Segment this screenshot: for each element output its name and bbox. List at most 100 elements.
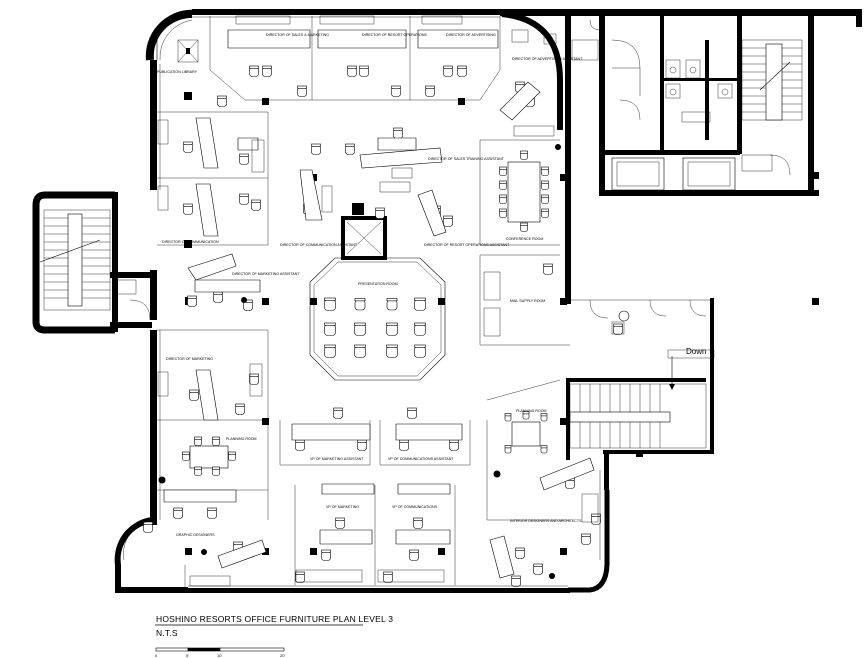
conference-chair [499, 166, 507, 176]
planning-chair [194, 436, 202, 446]
conference-chair [520, 222, 528, 232]
planning-chair [540, 445, 548, 454]
workstation-chair [357, 439, 367, 451]
workstation-chair [347, 65, 357, 77]
workstation-chair [143, 521, 153, 533]
presentation-chair [354, 344, 366, 358]
workstation-chair [457, 65, 467, 77]
workstation-chair [239, 153, 249, 165]
workstation-chair [515, 547, 525, 559]
scale-bar: 0 5' 10' 20' [155, 647, 285, 658]
workstation-chair [239, 193, 249, 205]
presentation-chair [324, 344, 336, 358]
presentation-chair [414, 322, 426, 336]
desk-shapes [163, 29, 595, 579]
workstation-chair [425, 85, 435, 97]
presentation-room [309, 257, 446, 381]
label-vp-communications-assistant: VP OF COMMUNICATIONS ASSISTANT [388, 457, 454, 461]
label-presentation-room: PRESENTATION ROOM [358, 282, 398, 286]
planning-chair [212, 466, 220, 476]
plan-title: HOSHINO RESORTS OFFICE FURNITURE PLAN LE… [156, 614, 393, 624]
conference-table [499, 150, 549, 232]
workstation-chair [511, 575, 521, 587]
workstation-chair [409, 549, 419, 561]
workstation-chair [295, 571, 305, 583]
conference-chair [499, 180, 507, 190]
label-vp-communications: VP OF COMMUNICATIONS [392, 505, 438, 509]
planning-chair [182, 451, 190, 461]
label-dir-marketing-assistant: DIRECTOR OF MARKETING ASSISTANT [232, 272, 300, 276]
workstation-chair [345, 143, 355, 155]
workstation-chair [591, 513, 601, 525]
conference-chair [541, 208, 549, 218]
label-dir-resort-ops-assistant: DIRECTOR OF RESORT OPERATIONS ASSISTANT [424, 243, 510, 247]
workstation-chair [613, 323, 623, 335]
scale-tick-1: 5' [186, 653, 189, 658]
scale-tick-3: 20' [280, 653, 285, 658]
label-dir-resort-ops: DIRECTOR OF RESORT OPERATIONS [362, 33, 427, 37]
label-dir-advertising-assistant: DIRECTOR OF ADVERTISING ASSISTANT [512, 57, 583, 61]
presentation-chair [414, 297, 426, 311]
presentation-chair [386, 344, 398, 358]
presentation-chair [324, 297, 336, 311]
workstation-chair [183, 203, 193, 215]
workstation-chair [581, 533, 591, 545]
planning-chair [212, 436, 220, 446]
workstation-chair [183, 141, 193, 153]
workstation-chair [407, 407, 417, 419]
label-graphic-designers: GRAPHIC DESIGNERS [176, 533, 215, 537]
storage-units [157, 15, 599, 587]
workstation-chair [189, 389, 199, 401]
label-conference-room: CONFERENCE ROOM [506, 237, 543, 241]
workstation-chair [243, 299, 253, 311]
workstation-chair [333, 407, 343, 419]
label-dir-marketing: DIRECTOR OF MARKETING [166, 357, 213, 361]
scale-tick-2: 10' [217, 653, 222, 658]
workstation-chair [383, 571, 393, 583]
library-icon [177, 39, 199, 63]
workstation-chair [413, 517, 423, 529]
planning-chair [228, 451, 236, 461]
workstation-chair [391, 85, 401, 97]
planning-chair [540, 413, 548, 422]
conference-chair [541, 194, 549, 204]
workstation-chair [311, 143, 321, 155]
workstation-chair [249, 65, 259, 77]
label-interior-designers: INTERIOR DESIGNERS AND ARCHITECTS [510, 519, 582, 523]
down-stair [569, 349, 715, 449]
plan-subtitle: N.T.S [156, 628, 178, 638]
workstation-chair [297, 85, 307, 97]
planning-chair [504, 445, 512, 454]
workstation-chair [393, 127, 403, 139]
planning-chair [194, 466, 202, 476]
workstation-chair [217, 95, 227, 107]
workstation-chair [207, 507, 217, 519]
workstation-chair [543, 263, 553, 275]
label-publication-library: PUBLICATION LIBRARY [157, 70, 198, 74]
workstation-chair [443, 215, 453, 227]
label-planning-room-right: PLANNING ROOM [516, 409, 547, 413]
room-labels: PUBLICATION LIBRARY DIRECTOR OF SALES & … [157, 33, 706, 537]
workstation-chair [235, 403, 245, 415]
label-dir-communication-assistant: DIRECTOR OF COMMUNICATION ASSISTANT [280, 243, 358, 247]
workstation-chair [449, 439, 459, 451]
label-mail-supply-room: MAIL SUPPLY ROOM [510, 299, 545, 303]
conference-chair [520, 150, 528, 160]
exterior-walls [114, 9, 862, 593]
window-lines [123, 16, 601, 587]
presentation-chair [414, 344, 426, 358]
label-down: Down [686, 347, 706, 356]
workstation-chair [443, 65, 453, 77]
planning-chair [504, 413, 512, 422]
scale-tick-0: 0 [155, 653, 158, 658]
conference-chair [499, 208, 507, 218]
plants [158, 144, 561, 579]
label-planning-room-left: PLANNING ROOM [226, 437, 257, 441]
planning-tables [182, 411, 548, 476]
planning-chair [522, 411, 530, 420]
workstation-chair [399, 439, 409, 451]
workstation-chair [173, 507, 183, 519]
conference-chair [499, 194, 507, 204]
label-vp-marketing: VP OF MARKETING [326, 505, 359, 509]
